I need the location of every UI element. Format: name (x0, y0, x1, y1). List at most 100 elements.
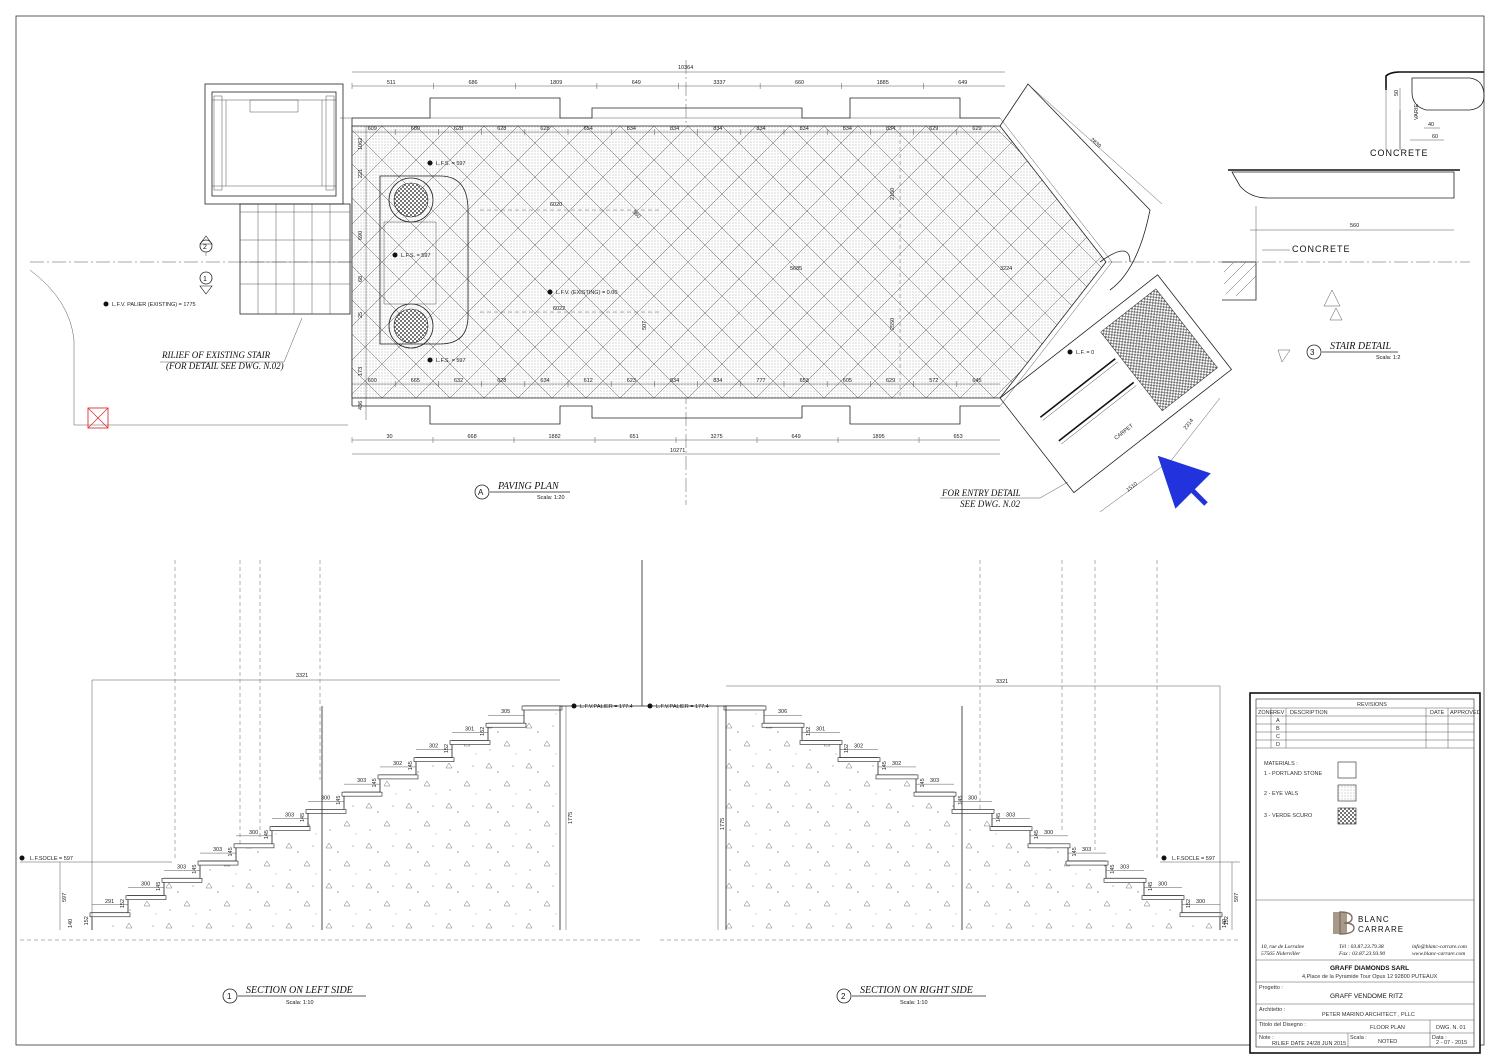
dim-topTiles-0: 609 (368, 126, 377, 132)
right-tread-10: 301 (816, 726, 825, 732)
svg-text:A: A (478, 488, 484, 497)
svg-text:Architetto :: Architetto : (1259, 1007, 1286, 1013)
dim-bottomDims-1: 668 (468, 434, 477, 440)
dim-topDims-3: 649 (632, 80, 641, 86)
hatch-marker-icon (87, 407, 109, 429)
left-tread-5: 303 (285, 813, 294, 819)
right-tread-7: 303 (930, 778, 939, 784)
client-name: GRAFF DIAMONDS SARL (1330, 965, 1409, 972)
dim-topTiles-5: 654 (584, 126, 593, 132)
right-tread-6: 300 (968, 795, 977, 801)
dim-topDims-6: 1885 (877, 80, 889, 86)
dim-bottomTiles-7: 834 (670, 378, 679, 384)
website: www.blanc-carrare.com (1412, 951, 1465, 957)
right-riser-1: 152 (1186, 899, 1192, 908)
architect: PETER MARINO ARCHITECT , PLLC (1322, 1012, 1415, 1018)
svg-text:Scala: 1:2: Scala: 1:2 (1376, 355, 1400, 361)
dim-topTiles-6: 834 (627, 126, 636, 132)
right-riser-8: 145 (920, 778, 926, 787)
dim-bottomTiles-0: 600 (368, 378, 377, 384)
svg-text:Data :: Data : (1432, 1035, 1447, 1041)
lf-entry: L.F. = 0 (1076, 350, 1094, 356)
concrete-label-1: CONCRETE (1370, 148, 1429, 158)
dim-topDims-2: 1809 (550, 80, 562, 86)
lfs-bottom: L.F.S. = 597 (436, 358, 466, 364)
dim-topTiles-12: 834 (886, 126, 895, 132)
dim-bottomDims-0: 30 (387, 434, 393, 440)
dim-507: 507 (642, 321, 648, 330)
svg-text:Titolo del Disegno :: Titolo del Disegno : (1259, 1022, 1306, 1028)
left-dim-6: 436 (358, 401, 364, 410)
left-tread-2: 303 (177, 864, 186, 870)
dim-bottomTiles-3: 628 (497, 378, 506, 384)
left-riser-5: 145 (264, 830, 270, 839)
left-tread-4: 300 (249, 830, 258, 836)
svg-text:3: 3 (1310, 348, 1315, 357)
right-tread-4: 300 (1044, 830, 1053, 836)
material-1: 1 - PORTLAND STONE (1264, 771, 1323, 777)
dim-380: 380 (631, 209, 642, 220)
right-riser-2: 145 (1148, 882, 1154, 891)
dim-topDims-1: 686 (468, 80, 477, 86)
svg-text:ZONE: ZONE (1258, 710, 1274, 716)
lfs-top: L.F.S. = 597 (436, 161, 466, 167)
overall-bottom-dim: 10271 (670, 448, 685, 454)
svg-text:Scala: 1:20: Scala: 1:20 (537, 495, 565, 501)
svg-text:STAIR DETAIL: STAIR DETAIL (1330, 341, 1391, 352)
entry-dim-2314: 2314 (1183, 418, 1195, 431)
left-riser-3: 145 (192, 865, 198, 874)
concrete-label-2: CONCRETE (1292, 244, 1351, 254)
date-value: 2 - 07 - 2015 (1436, 1040, 1467, 1046)
dim-bottomDims-5: 649 (792, 434, 801, 440)
dim-bottomTiles-2: 632 (454, 378, 463, 384)
left-tread-7: 303 (357, 778, 366, 784)
drawing-title: FLOOR PLAN (1370, 1025, 1405, 1031)
section-marker-1: 1 (199, 271, 213, 295)
stair-note-2: (FOR DETAIL SEE DWG. N.02) (166, 361, 284, 371)
project-name: GRAFF VENDOME RITZ (1330, 993, 1403, 1000)
left-tread-8: 302 (393, 761, 402, 767)
dim-6020: 6020 (550, 202, 562, 208)
blanc-carrare-logo: BLANC CARRARE (1333, 911, 1404, 935)
svg-text:SECTION ON RIGHT SIDE: SECTION ON RIGHT SIDE (860, 985, 973, 996)
right-riser-5: 145 (1034, 830, 1040, 839)
right-riser-0: 152 (1224, 916, 1230, 925)
lfv-existing: L.F.V. (EXISTING) = 0.00 (556, 290, 617, 296)
left-tread-9: 302 (429, 744, 438, 750)
svg-text:DATE: DATE (1430, 710, 1445, 716)
dim-2550: 2550 (890, 318, 896, 330)
dim-bottomTiles-10: 653 (800, 378, 809, 384)
right-riser-6: 145 (996, 813, 1002, 822)
dim-topTiles-7: 834 (670, 126, 679, 132)
stair-detail: 40 60 50 VARIE CONCRETE 560 CONCRETE 3 S… (1222, 71, 1485, 363)
dim-topTiles-13: 629 (929, 126, 938, 132)
right-tread-11: 306 (778, 709, 787, 715)
dim-bottomTiles-5: 612 (584, 378, 593, 384)
left-lf-socle: L.F.SOCLE = 597 (30, 856, 73, 862)
svg-text:CARRARE: CARRARE (1358, 925, 1404, 934)
svg-text:Progetto :: Progetto : (1259, 985, 1283, 991)
svg-text:1: 1 (227, 992, 232, 1001)
material-swatch-2 (1337, 784, 1357, 802)
stair-detail-title: 3 STAIR DETAIL Scala: 1:2 (1306, 341, 1400, 361)
stair-sections: 2911523001523031453031453001453031453001… (19, 560, 1240, 1006)
materials-title: MATERIALS : (1264, 761, 1298, 767)
client-address: 4,Place de la Pyramide Tour Opus 12 9280… (1302, 974, 1438, 980)
detail-dim-40: 40 (1428, 122, 1434, 128)
right-riser-4: 145 (1072, 847, 1078, 856)
svg-text:2: 2 (203, 244, 207, 251)
dim-topTiles-3: 628 (497, 126, 506, 132)
svg-text:Scala: 1:10: Scala: 1:10 (900, 1000, 928, 1006)
left-dim-0: 1062 (358, 138, 364, 150)
left-riser-2: 145 (156, 882, 162, 891)
dim-bottomTiles-8: 834 (713, 378, 722, 384)
left-tread-3: 303 (213, 847, 222, 853)
svg-text:C: C (1276, 734, 1280, 740)
right-height-dim: 1775 (720, 818, 726, 830)
svg-text:BLANC: BLANC (1358, 915, 1390, 924)
dim-topTiles-4: 628 (540, 126, 549, 132)
paving-plan-title: A PAVING PLAN Scala: 1:20 (474, 481, 570, 501)
dim-bottomDims-4: 3275 (711, 434, 723, 440)
